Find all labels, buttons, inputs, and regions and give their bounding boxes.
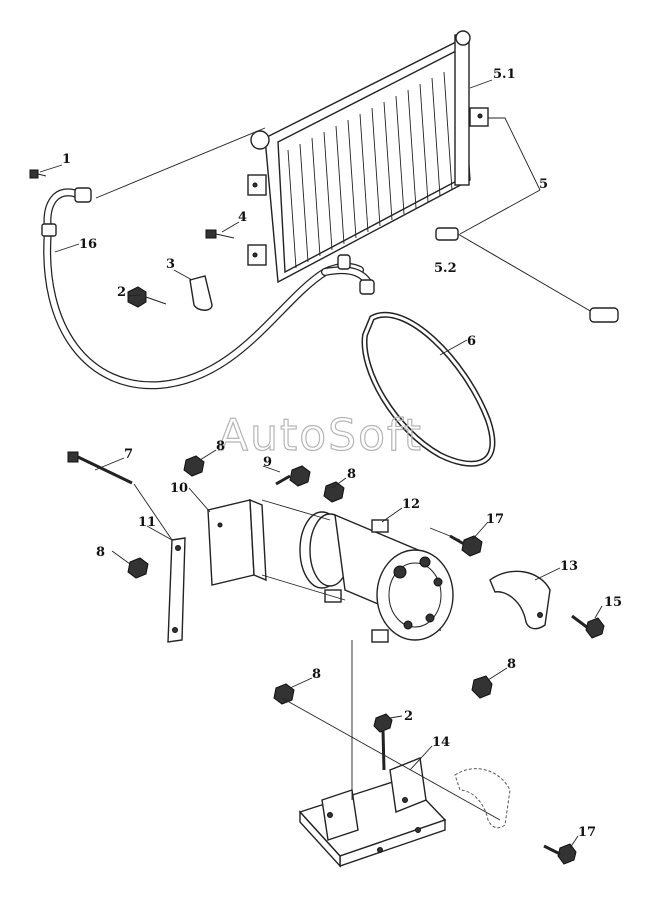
callout-8: 8 (312, 667, 321, 682)
callout-5-1: 5.1 (493, 67, 516, 82)
callout-17: 17 (578, 825, 596, 840)
callout-15: 15 (604, 595, 622, 610)
callout-10: 10 (170, 481, 188, 496)
callout-5-2: 5.2 (434, 261, 457, 276)
bolt-2-lower (373, 713, 393, 771)
nut-8 (127, 455, 493, 705)
clamp-3 (189, 275, 213, 311)
callout-3: 3 (166, 257, 175, 272)
mount-bracket-14 (298, 757, 447, 868)
callout-5: 5 (539, 177, 548, 192)
link-arm (454, 768, 511, 829)
callout-16: 16 (79, 237, 97, 252)
hose-assembly (41, 187, 375, 390)
bracket-11 (167, 537, 186, 643)
pressure-line-5-2 (435, 227, 619, 323)
bolt-7 (67, 451, 133, 485)
condenser (247, 30, 489, 284)
fitting-1 (29, 169, 47, 179)
compressor-12 (299, 511, 454, 643)
leader-lines (39, 79, 603, 849)
callout-6: 6 (467, 334, 476, 349)
bolt-2-upper (127, 286, 167, 308)
callout-9: 9 (263, 455, 272, 470)
bolt-15 (571, 614, 605, 639)
callout-8: 8 (96, 545, 105, 560)
drive-belt-6 (361, 311, 496, 467)
callout-8: 8 (216, 439, 225, 454)
callout-7: 7 (124, 447, 133, 462)
callout-4: 4 (238, 210, 247, 225)
callout-2: 2 (117, 285, 126, 300)
bolt-17-lower (543, 843, 577, 865)
bracket-10 (207, 498, 267, 586)
callout-8: 8 (507, 657, 516, 672)
watermark: AutoSoft (218, 410, 423, 461)
bolt-9 (275, 465, 311, 487)
callout-13: 13 (560, 559, 578, 574)
callout-17: 17 (486, 512, 504, 527)
callout-labels: 1 2 2 3 4 5 5.1 5.2 6 7 8 8 8 8 8 9 10 1… (62, 67, 622, 840)
tensioner-13 (489, 570, 551, 630)
bolt-4 (205, 229, 235, 239)
callout-11: 11 (138, 515, 156, 530)
callout-12: 12 (402, 497, 420, 512)
bolt-17-upper (449, 534, 483, 557)
callout-2: 2 (404, 709, 413, 724)
callout-1: 1 (62, 152, 71, 167)
callout-14: 14 (432, 735, 450, 750)
callout-8: 8 (347, 467, 356, 482)
